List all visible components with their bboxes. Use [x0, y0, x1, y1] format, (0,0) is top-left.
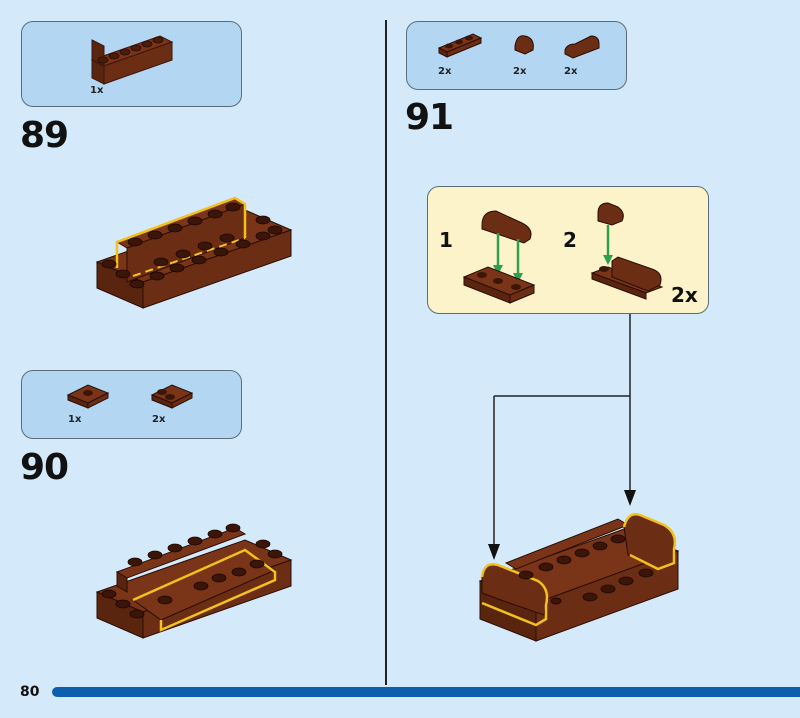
page-accent-bar	[52, 687, 800, 697]
page-number: 80	[20, 684, 40, 700]
subassembly-callout: 1 2 2x	[427, 186, 709, 314]
part-qty: 1x	[90, 85, 104, 96]
substep-1-illustration	[462, 210, 536, 304]
substep-2-illustration	[590, 202, 664, 300]
arrow-down-icon	[624, 490, 636, 506]
parts-box-step-90: 1x 2x	[21, 370, 242, 439]
parts-box-step-91: 2x 2x 2x	[406, 21, 627, 90]
subassembly-qty: 2x	[671, 283, 698, 307]
part-qty: 2x	[438, 66, 452, 77]
model-step-89-illustration	[95, 196, 293, 309]
model-step-91-illustration	[478, 513, 680, 642]
step-number-91: 91	[405, 97, 454, 138]
plate-2x2-2-studs-icon	[150, 384, 194, 409]
model-step-90-illustration	[95, 523, 293, 639]
substep-number-1: 1	[439, 228, 453, 252]
callout-connector-lines	[488, 314, 636, 560]
column-divider	[385, 20, 387, 685]
part-qty: 2x	[564, 66, 578, 77]
step-number-90: 90	[20, 447, 69, 488]
curved-slope-1x1-icon	[514, 35, 534, 55]
part-qty: 2x	[152, 414, 166, 425]
part-qty: 1x	[68, 414, 82, 425]
step-number-89: 89	[20, 115, 69, 156]
parts-box-step-89: 1x	[21, 21, 242, 107]
brick-1x6-icon	[90, 35, 174, 85]
part-qty: 2x	[513, 66, 527, 77]
curved-slope-1x2-icon	[564, 35, 600, 59]
arrow-down-icon	[488, 544, 500, 560]
substep-number-2: 2	[563, 228, 577, 252]
plate-2x2-1-stud-icon	[66, 384, 110, 409]
plate-1x3-icon	[437, 33, 483, 58]
